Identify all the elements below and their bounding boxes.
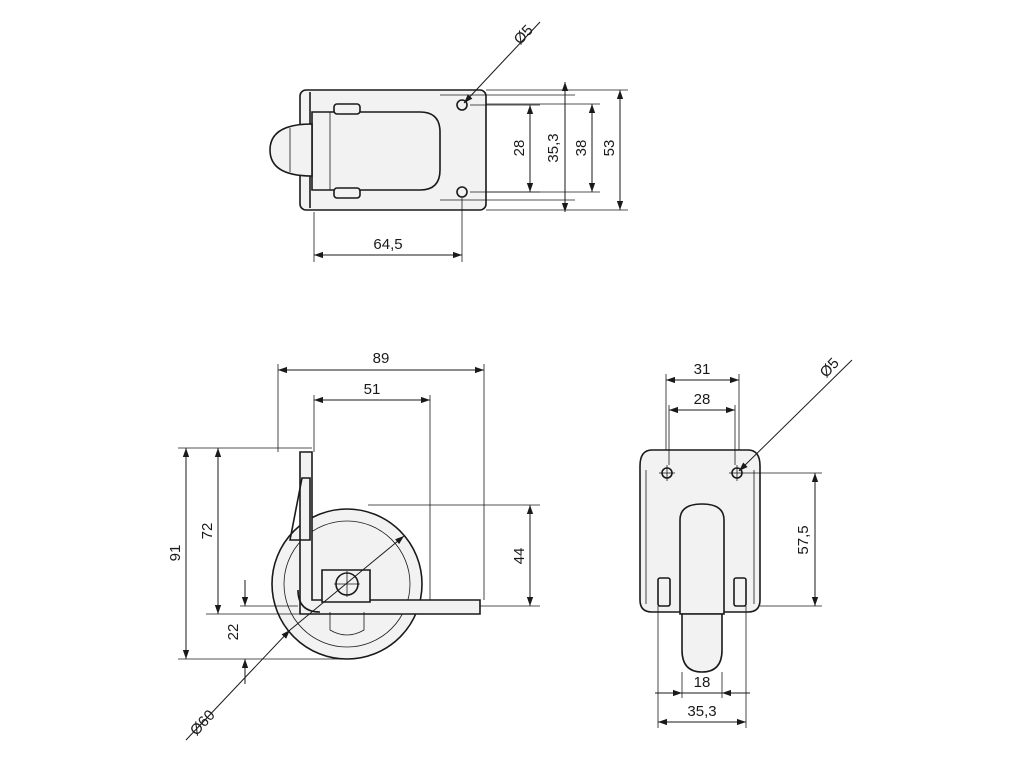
side-axle-height-label: 44	[511, 548, 528, 565]
side-view: 89 51 91 72 44 22 Ø60	[167, 350, 540, 741]
top-axle-offset-label: 64,5	[373, 236, 402, 253]
top-view: Ø5 28 35,3 38 53 64,5	[269, 21, 628, 262]
front-plate-outer-label: 31	[694, 361, 711, 378]
top-hole-diameter-label: Ø5	[511, 22, 537, 48]
side-wheel-offset-label: 22	[225, 624, 242, 641]
side-plate-length-label: 51	[364, 381, 381, 398]
top-plate-width-label: 53	[601, 140, 618, 157]
top-inner-width-label: 35,3	[545, 133, 562, 162]
side-plate-height-label: 72	[199, 523, 216, 540]
front-hole-spacing-label: 28	[694, 391, 711, 408]
side-overall-height-label: 91	[167, 545, 184, 562]
side-overall-length-label: 89	[373, 350, 390, 367]
front-fork-width-label: 35,3	[687, 703, 716, 720]
top-hole-spacing-label: 28	[511, 140, 528, 157]
front-hole-diameter-label: Ø5	[817, 355, 843, 381]
front-view: 31 28 Ø5 57,5 18 35,3	[639, 355, 853, 728]
top-plate-inner-label: 38	[573, 140, 590, 157]
front-tread-width-label: 18	[694, 674, 711, 691]
front-hole-height-label: 57,5	[795, 525, 812, 554]
